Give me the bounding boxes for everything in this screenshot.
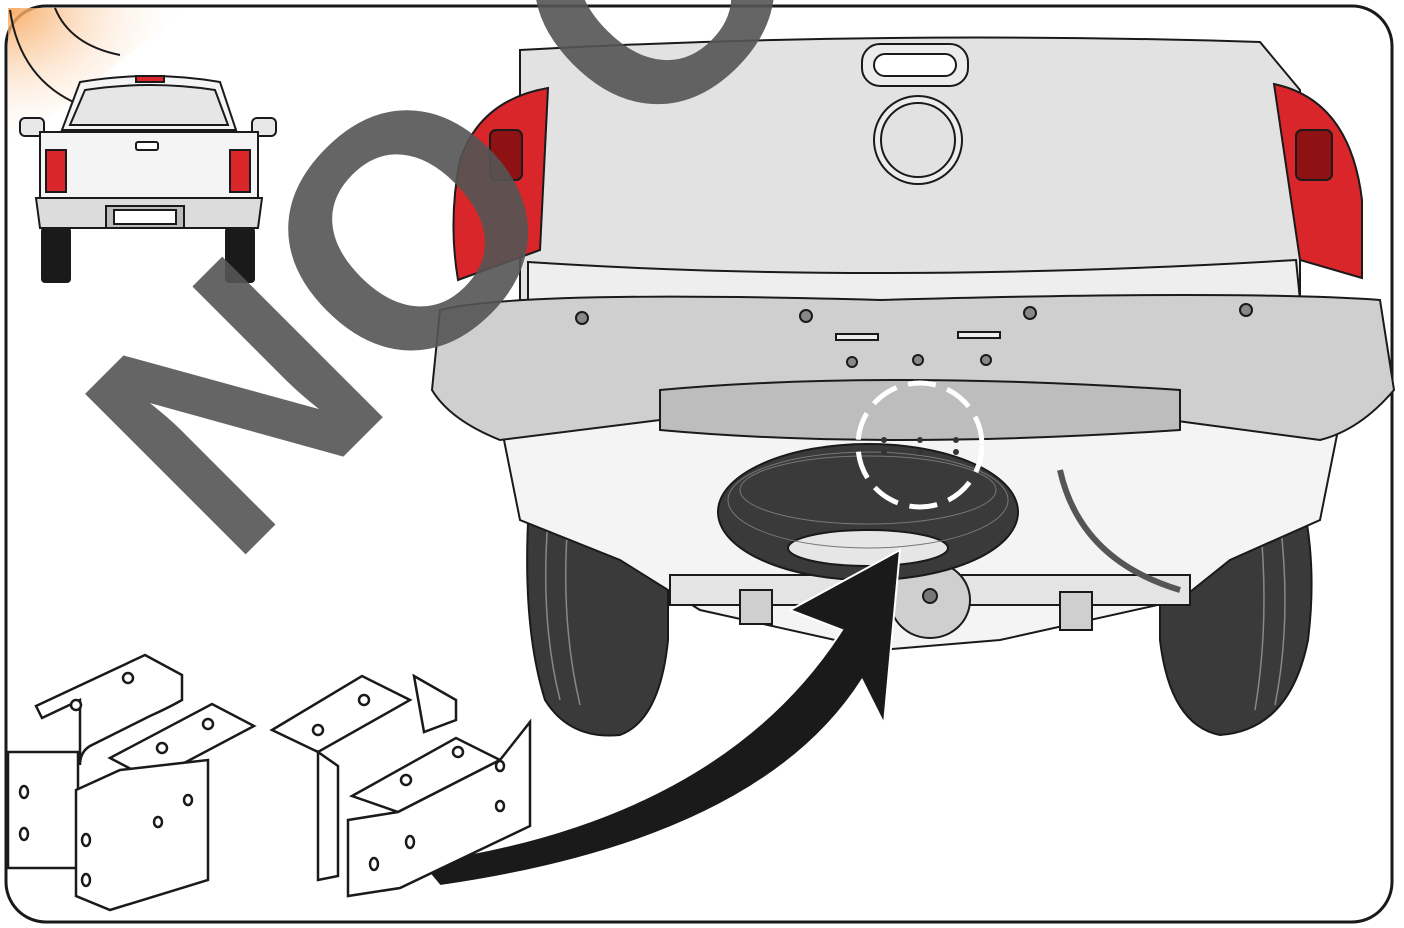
mounting-brackets-icon [6,653,532,912]
pickup-rear-underside-icon [430,36,1396,737]
corner-decoration [8,7,190,150]
pickup-rear-view-icon [19,75,277,283]
dashed-circle-mounting-point-icon [855,380,985,510]
bracket-2 [74,702,257,912]
bracket-1 [6,653,184,870]
bracket-4 [346,718,532,898]
bracket-3 [269,673,458,882]
curved-arrow-icon [418,548,902,888]
